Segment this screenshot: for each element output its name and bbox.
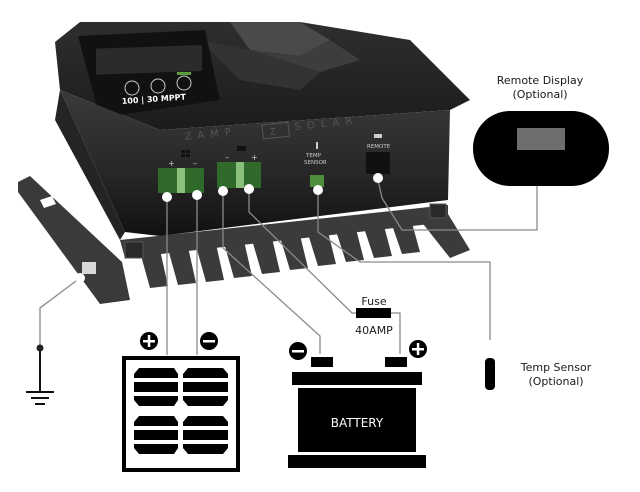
battery-terminal-block: – + bbox=[217, 146, 261, 188]
mode-button bbox=[176, 75, 192, 91]
charge-controller: 100 | 30 MPPT ZAMP Z SOLAR + – – + bbox=[18, 22, 470, 304]
ground-icon bbox=[26, 344, 54, 405]
ground-screw bbox=[82, 262, 96, 274]
temp-sensor-probe bbox=[485, 358, 495, 390]
battery-negative-terminal bbox=[311, 357, 333, 367]
connection-points bbox=[75, 173, 383, 283]
fuse-label: Fuse bbox=[361, 295, 386, 308]
remote-display-subtitle: (Optional) bbox=[512, 88, 567, 101]
solar-terminal-block: + – bbox=[158, 150, 204, 193]
wire-battery-positive bbox=[248, 189, 359, 314]
brand-logo bbox=[261, 121, 290, 140]
battery: BATTERY bbox=[288, 340, 427, 468]
controller-screen bbox=[96, 44, 202, 75]
wire-ground bbox=[39, 277, 81, 348]
remote-display: Remote Display (Optional) bbox=[473, 74, 609, 186]
svg-text:REMOTE: REMOTE bbox=[367, 144, 391, 150]
remote-port: REMOTE bbox=[366, 134, 391, 174]
svg-text:–: – bbox=[225, 153, 229, 162]
fuse-rating: 40AMP bbox=[355, 324, 393, 337]
wire-battery-negative bbox=[222, 191, 321, 354]
mounting-flange-left bbox=[18, 176, 130, 304]
svg-text:+: + bbox=[168, 159, 175, 168]
menu-button bbox=[124, 80, 140, 96]
svg-text:TEMP: TEMP bbox=[305, 153, 322, 159]
brand-zamp: ZAMP bbox=[184, 127, 237, 143]
fuse: Fuse 40AMP bbox=[355, 295, 393, 337]
remote-display-screen bbox=[517, 128, 565, 150]
wire-fuse-to-battery bbox=[389, 312, 401, 354]
select-button bbox=[150, 78, 166, 94]
wire-temp-sensor bbox=[317, 190, 491, 340]
fuse-body bbox=[356, 308, 391, 318]
svg-text:Z: Z bbox=[269, 127, 276, 138]
wire-remote-display bbox=[377, 179, 538, 231]
battery-positive-terminal bbox=[385, 357, 407, 367]
temp-sensor: Temp Sensor (Optional) bbox=[485, 358, 592, 390]
mounting-flange-right bbox=[420, 214, 470, 258]
svg-text:–: – bbox=[193, 159, 197, 168]
svg-text:+: + bbox=[251, 153, 258, 162]
temp-sensor-port: TEMP SENSOR bbox=[304, 142, 327, 187]
temp-sensor-title: Temp Sensor bbox=[520, 361, 592, 374]
temp-sensor-subtitle: (Optional) bbox=[528, 375, 583, 388]
heat-sink bbox=[120, 205, 448, 288]
battery-label: BATTERY bbox=[331, 416, 384, 430]
wires bbox=[39, 179, 538, 355]
solar-panel bbox=[122, 332, 240, 472]
svg-text:SENSOR: SENSOR bbox=[304, 160, 327, 166]
remote-display-title: Remote Display bbox=[497, 74, 584, 87]
